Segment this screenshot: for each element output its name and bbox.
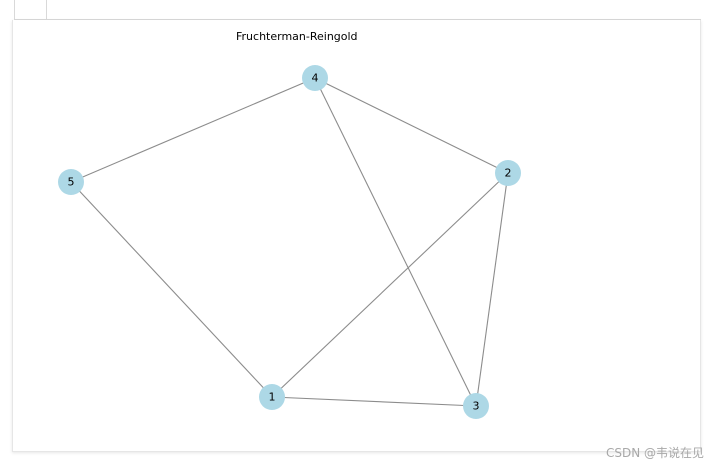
- node-circle: [495, 160, 521, 186]
- edges-layer: [70, 77, 509, 407]
- edge-2-3: [475, 172, 509, 407]
- node-label: 3: [473, 400, 480, 413]
- node-4[interactable]: 4: [302, 65, 328, 91]
- figure-canvas: [12, 20, 701, 452]
- edge-4-5: [70, 77, 316, 183]
- node-circle: [259, 384, 285, 410]
- edge-4-2: [314, 77, 509, 174]
- node-label: 2: [505, 167, 512, 180]
- node-circle: [463, 393, 489, 419]
- node-1[interactable]: 1: [259, 384, 285, 410]
- edge-4-3: [314, 77, 477, 407]
- node-5[interactable]: 5: [58, 169, 84, 195]
- node-label: 5: [68, 176, 75, 189]
- node-2[interactable]: 2: [495, 160, 521, 186]
- edge-2-1: [271, 172, 509, 398]
- graph-title: Fruchterman-Reingold: [236, 30, 358, 43]
- node-3[interactable]: 3: [463, 393, 489, 419]
- window-tab[interactable]: [14, 0, 47, 20]
- node-label: 1: [269, 391, 276, 404]
- edge-5-1: [70, 181, 273, 398]
- tab-bar-divider: [47, 19, 701, 20]
- watermark: CSDN @韦说在见: [605, 446, 704, 460]
- node-circle: [302, 65, 328, 91]
- node-circle: [58, 169, 84, 195]
- edge-1-3: [271, 396, 477, 407]
- node-label: 4: [312, 72, 319, 85]
- nodes-layer: 1 2 3 4 5: [58, 65, 521, 419]
